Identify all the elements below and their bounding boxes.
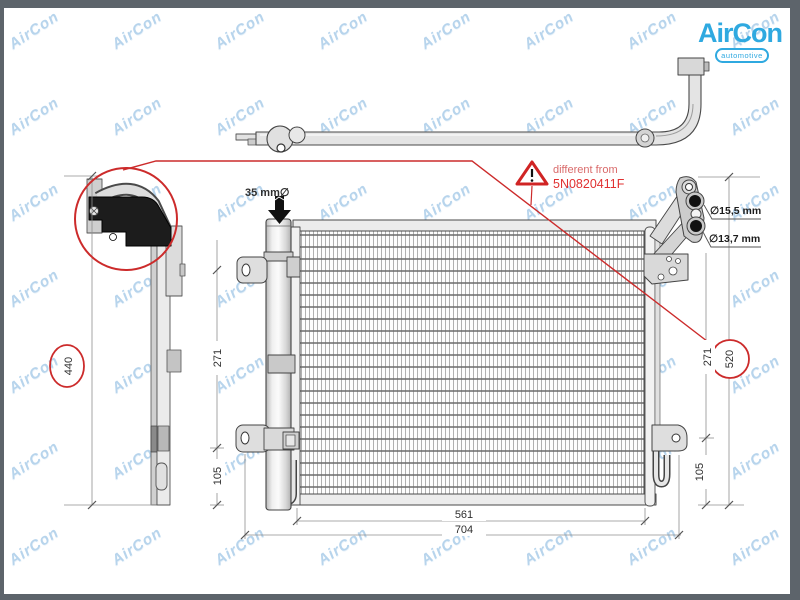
condenser-core [299,226,645,506]
warning-note: different from [553,164,618,176]
dim-core-width: 561 [442,509,486,521]
condenser-main-view [235,176,706,511]
callout-drier-diameter: 35 mm∅ [245,187,290,199]
technical-drawing [49,57,761,540]
dim-left-lower: 105 [211,459,225,493]
side-view [86,178,186,506]
core-bottom-rail [292,493,657,506]
right-fitting-bracket [643,176,706,285]
dim-overall-width: 704 [442,524,486,536]
core-top-rail [292,219,657,232]
detail-highlight-circle [74,167,178,271]
drier-collar [267,354,296,374]
dim-overall-height: 520 [723,349,736,369]
right-foot-bracket [651,424,688,452]
port-15mm [689,195,701,207]
dim-left-upper: 271 [211,341,225,375]
dim-right-upper: 271 [701,340,715,374]
highlight-ellipse-440 [49,344,85,388]
mounting-bracket-black [88,196,172,247]
down-arrow-icon [268,196,291,224]
pipe-assembly [235,57,710,153]
annotation-leader-line [122,160,717,349]
port-13mm [690,220,702,232]
warning-part-number: 5N0820411F [553,177,625,191]
upper-left-bracket [236,256,268,284]
logo-tagline: automotive [715,48,769,63]
logo-brand-text: AirCon [698,18,783,48]
aircon-logo: AirCon automotive [698,18,790,64]
dim-right-lower: 105 [693,455,707,489]
dim-side-height: 440 [62,356,75,376]
dimension-440 [64,171,152,510]
callout-port-top: ∅15,5 mm [710,205,762,217]
callout-port-bottom: ∅13,7 mm [709,233,761,245]
warning-triangle-icon [515,160,549,186]
